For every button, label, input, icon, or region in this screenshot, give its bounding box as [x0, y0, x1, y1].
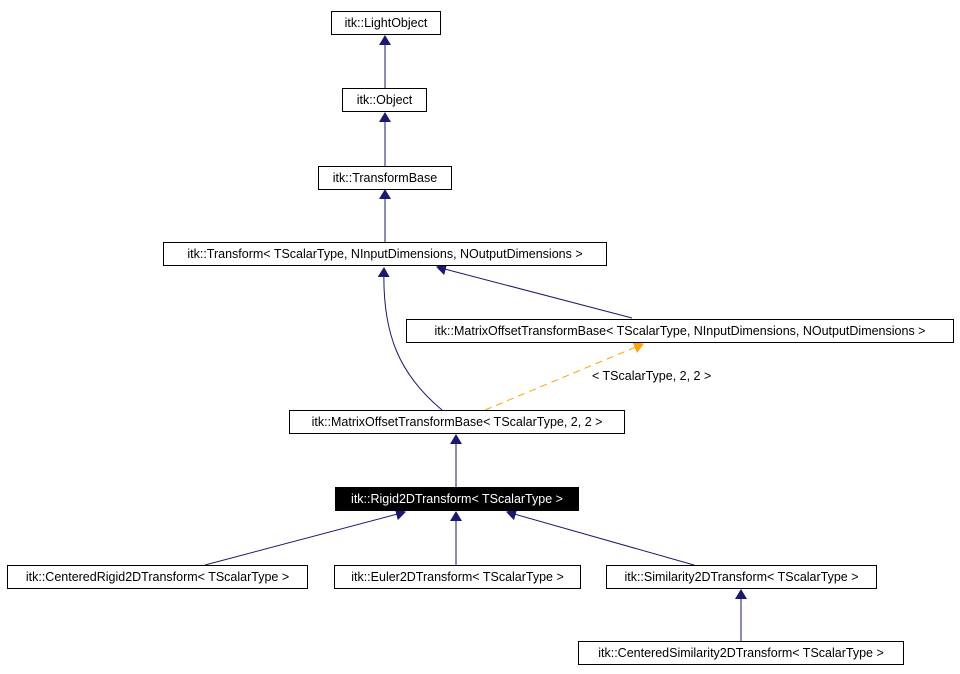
node-transform-base[interactable]: itk::TransformBase: [318, 166, 452, 190]
node-light-object[interactable]: itk::LightObject: [331, 11, 441, 35]
node-centered-similarity2d[interactable]: itk::CenteredSimilarity2DTransform< TSca…: [578, 641, 904, 665]
node-matrix-offset-2d[interactable]: itk::MatrixOffsetTransformBase< TScalarT…: [289, 410, 625, 434]
node-rigid2d-current: itk::Rigid2DTransform< TScalarType >: [335, 487, 579, 511]
edge-similarity2d-to-rigid2d: [506, 508, 695, 566]
node-euler2d[interactable]: itk::Euler2DTransform< TScalarType >: [334, 565, 581, 589]
node-centered-rigid2d[interactable]: itk::CenteredRigid2DTransform< TScalarTy…: [7, 565, 308, 589]
edge-matrixoffset2d-to-transform: [377, 267, 443, 411]
node-matrix-offset-generic[interactable]: itk::MatrixOffsetTransformBase< TScalarT…: [406, 319, 954, 343]
node-similarity2d[interactable]: itk::Similarity2DTransform< TScalarType …: [606, 565, 877, 589]
edge-matrixoffset-generic-to-transform: [436, 263, 633, 319]
node-transform[interactable]: itk::Transform< TScalarType, NInputDimen…: [163, 242, 607, 266]
edge-centeredrigid2d-to-rigid2d: [204, 508, 406, 566]
node-object[interactable]: itk::Object: [342, 88, 427, 112]
edge-template-instantiation: [484, 341, 644, 411]
template-args-label: < TScalarType, 2, 2 >: [592, 369, 712, 383]
